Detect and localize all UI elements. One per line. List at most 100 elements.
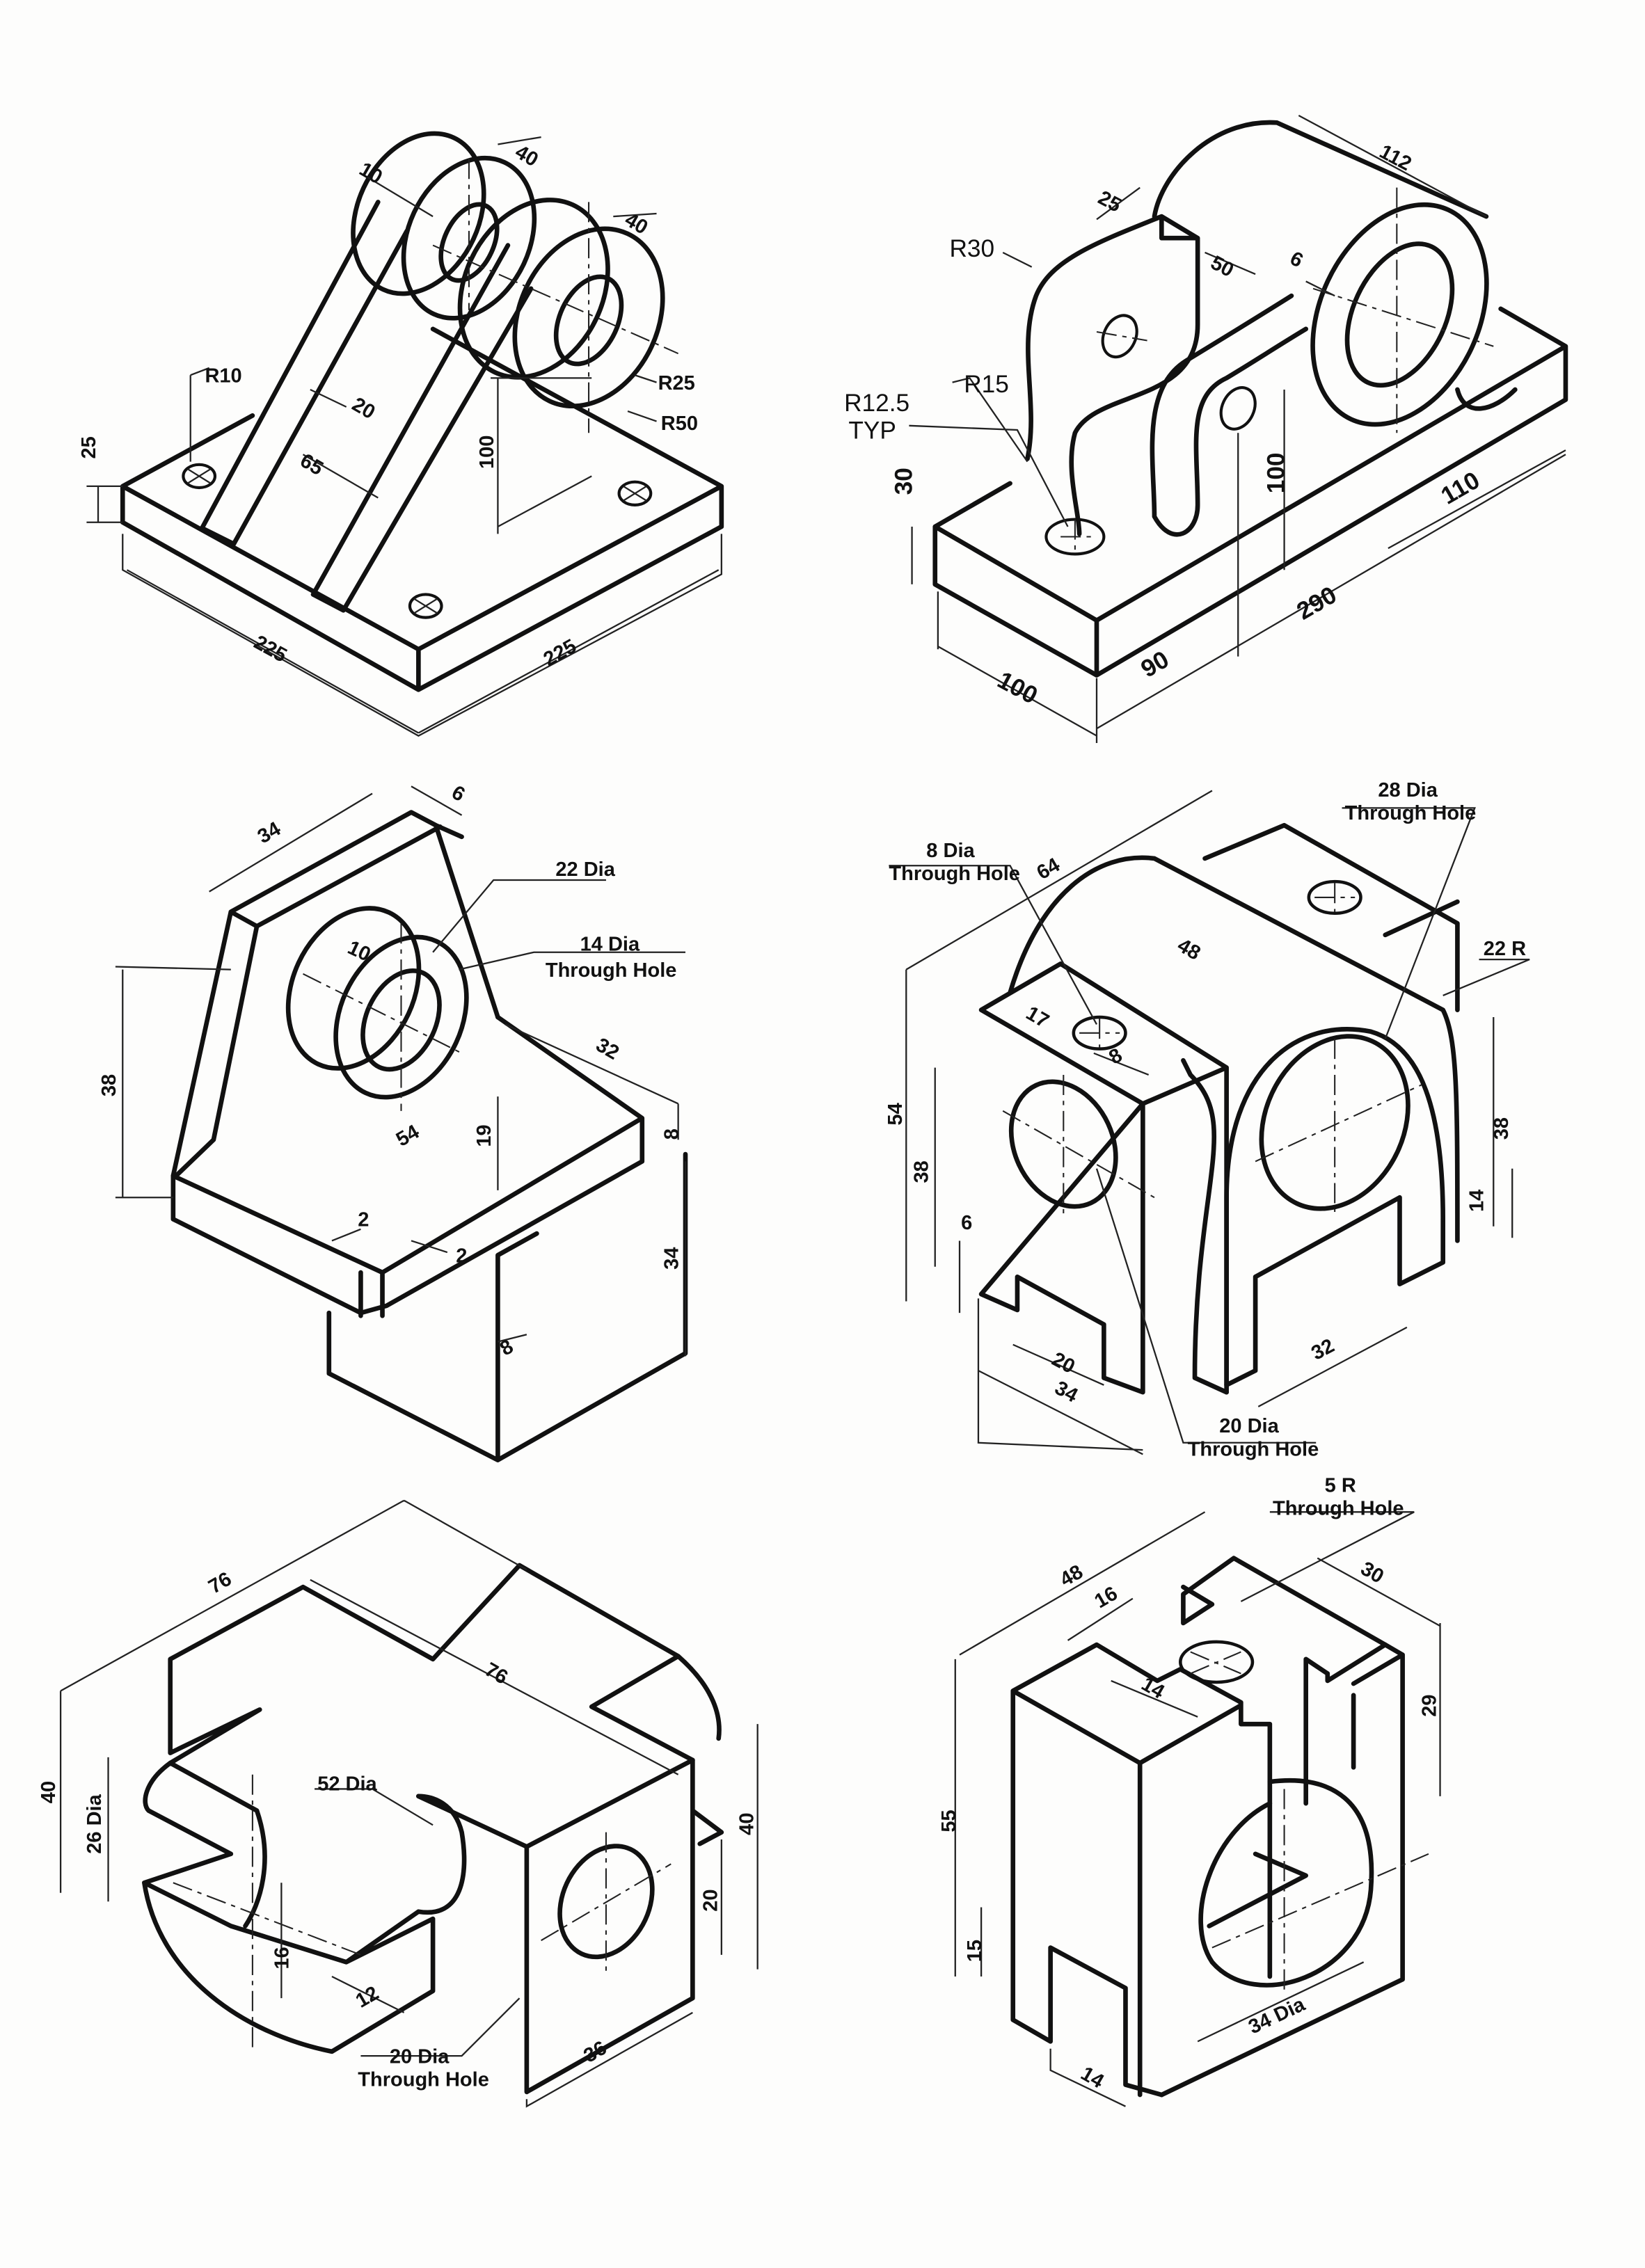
dim-22-dia: 22 Dia xyxy=(555,859,615,881)
boss-face xyxy=(333,934,469,1100)
dim-100-depth: 100 xyxy=(993,666,1042,710)
dim-48: 48 xyxy=(1056,1560,1087,1591)
dim-12: 12 xyxy=(352,1982,383,2013)
dim-290: 290 xyxy=(1292,582,1341,625)
dim-40-left: 40 xyxy=(38,1781,60,1803)
arch-front xyxy=(1224,1027,1446,1388)
boss-right-hole xyxy=(553,274,624,367)
hole-20-front xyxy=(1008,1079,1118,1209)
bearing-cylinder xyxy=(1152,120,1518,411)
hole-top-rear xyxy=(1307,879,1362,916)
dim-14-bottom: 14 xyxy=(1077,2063,1108,2093)
arch-body xyxy=(1008,822,1460,1395)
hole-5r xyxy=(1178,1640,1255,1684)
dim-34: 34 xyxy=(254,817,285,848)
dim-38-left: 38 xyxy=(910,1160,932,1183)
boss-right-back xyxy=(457,198,610,380)
dim-R15: R15 xyxy=(964,371,1009,398)
rib-left xyxy=(199,200,410,547)
dim-54: 54 xyxy=(884,1103,907,1125)
upright-hole-2 xyxy=(1219,386,1257,431)
dim-22-r: 22 R xyxy=(1484,938,1526,960)
dim-20: 20 xyxy=(1048,1348,1079,1378)
dim-40-left-boss: 40 xyxy=(511,141,542,171)
dimension-lines xyxy=(954,1511,1441,2107)
dim-76-depth: 76 xyxy=(205,1568,235,1599)
base-plate xyxy=(120,326,724,692)
boss-back xyxy=(285,906,422,1071)
dim-225-left: 225 xyxy=(251,631,291,666)
hole-20 xyxy=(557,1844,655,1960)
dim-6: 6 xyxy=(447,781,468,806)
drawing-6-slotted-block: 5 R Through Hole 48 30 16 14 29 55 15 34… xyxy=(938,1474,1441,2107)
dim-8-dia: 8 Dia xyxy=(926,840,975,862)
dim-225-right: 225 xyxy=(540,635,580,671)
dim-29: 29 xyxy=(1418,1694,1440,1716)
s-shaped-upright xyxy=(1025,214,1309,537)
dim-19: 19 xyxy=(473,1124,495,1147)
dim-32: 32 xyxy=(592,1034,623,1064)
drawing-5-cross-slotted-block: 76 76 52 Dia 40 26 Dia 16 12 40 20 20 Di… xyxy=(38,1499,758,2108)
dim-34-dia: 34 Dia xyxy=(1245,1993,1309,2038)
dim-8-top: 8 xyxy=(661,1128,683,1140)
top-face xyxy=(168,1563,695,1849)
dim-R10: R10 xyxy=(205,365,241,388)
mounting-holes xyxy=(182,463,653,619)
dim-38: 38 xyxy=(98,1074,120,1096)
dim-36: 36 xyxy=(580,2037,611,2068)
dim-14-dia: 14 Dia xyxy=(580,934,640,956)
drawing-2-bearing-support: 112 25 R30 50 6 R15 R12.5 TYP 30 100 110… xyxy=(844,114,1568,744)
dim-26-dia: 26 Dia xyxy=(84,1794,106,1853)
cylinder-face xyxy=(1310,202,1489,427)
dim-52-dia: 52 Dia xyxy=(317,1773,377,1796)
bore-34 xyxy=(1198,1778,1374,1988)
base xyxy=(932,306,1568,678)
dim-100: 100 xyxy=(476,436,498,469)
dim-5-r: 5 R xyxy=(1325,1474,1356,1496)
boss-left-back xyxy=(351,131,486,296)
dim-34-height: 34 xyxy=(661,1247,683,1270)
dim-48: 48 xyxy=(1174,934,1205,965)
through-hole-note: Through Hole xyxy=(1273,1497,1404,1519)
dim-34: 34 xyxy=(1051,1377,1082,1407)
dim-32: 32 xyxy=(1308,1334,1338,1364)
boss-right xyxy=(512,226,665,409)
rib-right xyxy=(310,243,534,613)
dimension-lines xyxy=(59,1499,758,2108)
dim-38-right: 38 xyxy=(1491,1117,1513,1140)
dim-6: 6 xyxy=(1287,247,1307,272)
drawing-1-twin-boss-bracket: 10 40 40 R10 20 65 100 R25 R50 25 225 22… xyxy=(78,131,724,737)
through-hole-note-20: Through Hole xyxy=(1188,1438,1319,1460)
drawing-4-arched-block: 8 Dia Through Hole 64 28 Dia Through Hol… xyxy=(884,779,1530,1460)
through-hole-note-8: Through Hole xyxy=(889,863,1020,885)
dim-20-dia: 20 Dia xyxy=(390,2045,450,2068)
dim-R30: R30 xyxy=(949,235,994,262)
through-hole-note-28: Through Hole xyxy=(1345,802,1477,824)
vertical-plate xyxy=(170,810,500,1179)
dim-15: 15 xyxy=(964,1940,986,1962)
dim-30: 30 xyxy=(891,468,918,495)
dim-40-right: 40 xyxy=(736,1813,758,1835)
dim-2-right: 2 xyxy=(456,1245,467,1268)
boss-hole xyxy=(360,968,442,1072)
boss-left xyxy=(401,155,537,321)
dim-20-dia: 20 Dia xyxy=(1219,1415,1279,1437)
cylinder-bore xyxy=(1344,241,1455,388)
dim-20: 20 xyxy=(348,393,379,424)
dim-2-left: 2 xyxy=(358,1209,369,1231)
hole-8-top xyxy=(1072,1015,1127,1051)
drawing-3-angle-bracket: 34 6 22 Dia 14 Dia Through Hole 10 38 32… xyxy=(98,781,688,1462)
boss-left-hole xyxy=(438,202,500,283)
dim-R12-5: R12.5 xyxy=(844,390,909,417)
front-right-block xyxy=(416,1654,724,2095)
dimension-lines xyxy=(115,785,687,1357)
dim-55: 55 xyxy=(938,1810,960,1832)
left-block xyxy=(1010,1642,1273,2098)
dim-25: 25 xyxy=(1095,186,1125,216)
top-slot xyxy=(1181,1556,1388,1806)
dim-R25: R25 xyxy=(658,372,695,394)
dim-30: 30 xyxy=(1357,1558,1388,1588)
right-block xyxy=(1159,1642,1405,2098)
dim-14: 14 xyxy=(1466,1190,1488,1212)
